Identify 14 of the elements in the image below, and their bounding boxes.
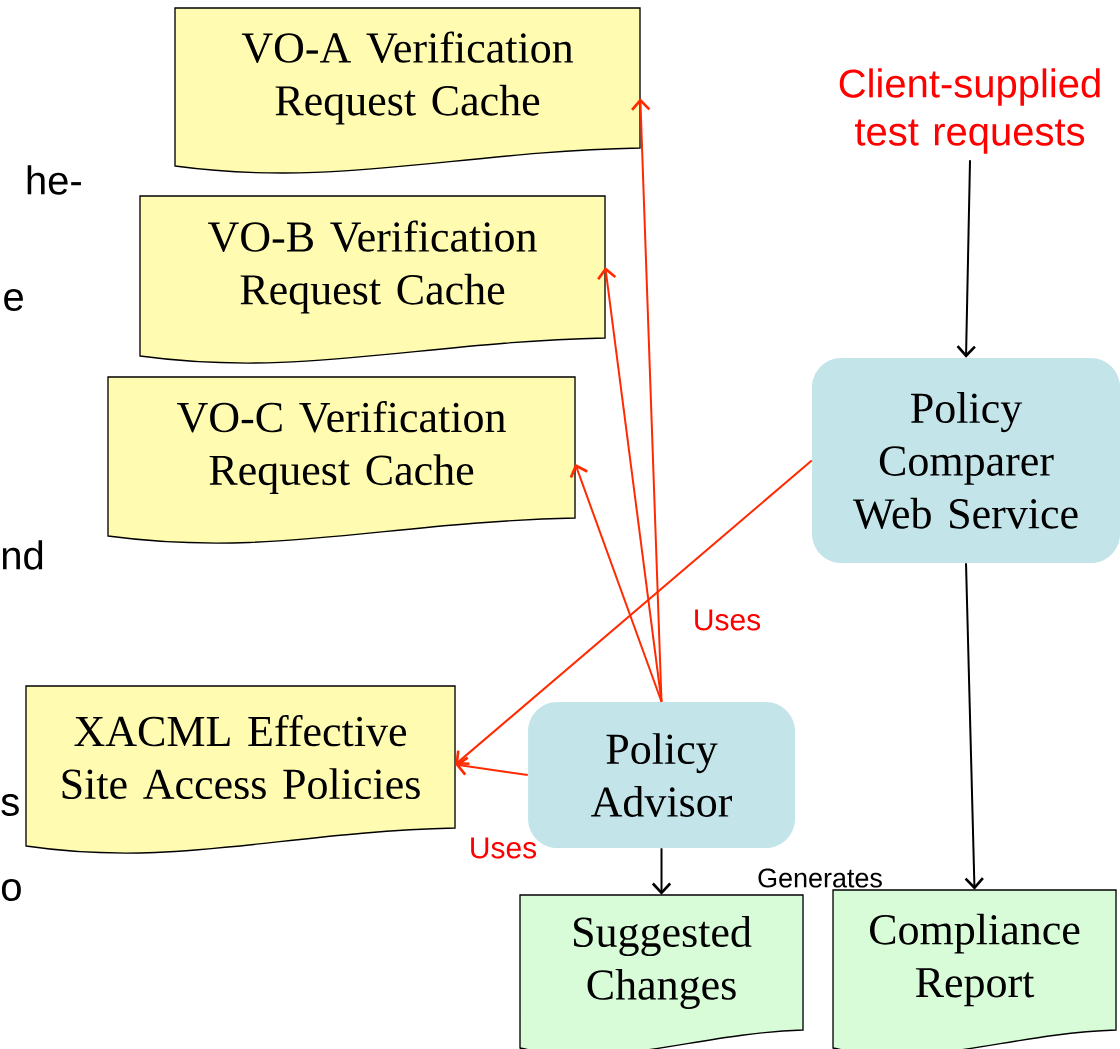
note-text: Client-supplied test requests — [839, 68, 1100, 154]
label-text: o — [1, 879, 21, 901]
process-box: Policy Comparer Web Service — [812, 357, 1120, 564]
arrow — [956, 159, 976, 358]
label-text: Uses — [695, 609, 761, 631]
label-text: e — [4, 289, 23, 311]
arrow — [569, 463, 663, 703]
arrow — [455, 756, 529, 776]
arrow — [651, 847, 672, 895]
label-text: he- — [27, 165, 81, 195]
arrow — [455, 459, 813, 766]
label-text: Generates — [758, 868, 882, 888]
label-text: nd — [2, 540, 43, 570]
arrow — [964, 562, 984, 890]
